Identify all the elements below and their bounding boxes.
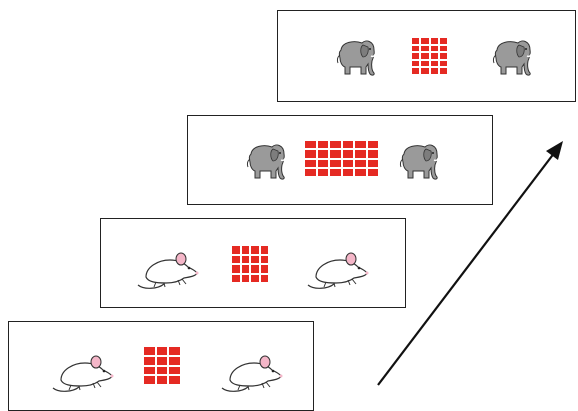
block-cell — [412, 60, 420, 67]
block-cell — [251, 246, 259, 254]
block-cell — [421, 45, 429, 52]
block-cell — [169, 356, 180, 365]
block-cell — [317, 150, 328, 158]
block-cell — [317, 168, 328, 176]
block-cell — [367, 150, 378, 158]
block-cell — [305, 150, 316, 158]
block-cell — [260, 255, 268, 263]
elephant-icon — [336, 40, 376, 76]
block-cell — [156, 356, 168, 365]
block-cell — [430, 60, 438, 67]
block-cell — [232, 265, 240, 273]
block-cell — [430, 68, 438, 74]
block-cell — [241, 265, 249, 273]
panel-3 — [187, 115, 493, 205]
block-cell — [342, 168, 353, 176]
block-cell — [317, 141, 328, 149]
block-cell — [251, 255, 259, 263]
block-cell — [430, 53, 438, 59]
block-grid — [412, 38, 447, 74]
block-cell — [241, 246, 249, 254]
block-cell — [241, 274, 249, 282]
block-cell — [355, 141, 366, 149]
block-cell — [317, 159, 328, 167]
elephant-icon — [399, 144, 439, 180]
block-cell — [156, 366, 168, 375]
block-cell — [144, 356, 155, 365]
block-cell — [367, 141, 378, 149]
block-cell — [421, 68, 429, 74]
block-cell — [251, 274, 259, 282]
panel-2 — [100, 218, 406, 308]
block-cell — [305, 168, 316, 176]
block-cell — [144, 366, 155, 375]
arrow-shaft — [377, 147, 559, 386]
block-cell — [412, 45, 420, 52]
block-grid — [305, 141, 378, 176]
elephant-icon — [246, 144, 286, 180]
block-cell — [260, 274, 268, 282]
block-cell — [330, 150, 341, 158]
block-cell — [232, 255, 240, 263]
elephant-icon — [492, 40, 532, 76]
block-cell — [421, 38, 429, 44]
block-cell — [439, 53, 447, 59]
block-cell — [412, 53, 420, 59]
block-cell — [355, 159, 366, 167]
mouse-icon — [307, 252, 369, 289]
block-cell — [355, 150, 366, 158]
block-cell — [156, 347, 168, 355]
block-cell — [251, 265, 259, 273]
block-cell — [421, 53, 429, 59]
block-cell — [232, 246, 240, 254]
block-cell — [169, 347, 180, 355]
block-cell — [439, 60, 447, 67]
block-cell — [430, 45, 438, 52]
block-cell — [342, 141, 353, 149]
mouse-icon — [52, 355, 114, 392]
block-grid — [144, 347, 180, 384]
block-cell — [144, 347, 155, 355]
block-cell — [232, 274, 240, 282]
block-cell — [367, 159, 378, 167]
mouse-icon — [221, 355, 283, 392]
block-cell — [241, 255, 249, 263]
arrow-head — [546, 141, 563, 160]
block-cell — [330, 168, 341, 176]
block-cell — [412, 38, 420, 44]
panel-4 — [277, 10, 576, 102]
block-cell — [439, 68, 447, 74]
panel-1 — [8, 321, 314, 411]
block-cell — [169, 376, 180, 384]
block-cell — [156, 376, 168, 384]
block-cell — [342, 159, 353, 167]
block-cell — [439, 38, 447, 44]
block-cell — [342, 150, 353, 158]
block-cell — [260, 246, 268, 254]
block-cell — [330, 141, 341, 149]
block-cell — [330, 159, 341, 167]
mouse-icon — [137, 252, 199, 289]
block-cell — [439, 45, 447, 52]
block-cell — [144, 376, 155, 384]
block-cell — [367, 168, 378, 176]
block-cell — [260, 265, 268, 273]
block-cell — [169, 366, 180, 375]
block-cell — [421, 60, 429, 67]
block-cell — [355, 168, 366, 176]
block-cell — [305, 159, 316, 167]
block-cell — [412, 68, 420, 74]
block-grid — [232, 246, 268, 282]
block-cell — [430, 38, 438, 44]
block-cell — [305, 141, 316, 149]
